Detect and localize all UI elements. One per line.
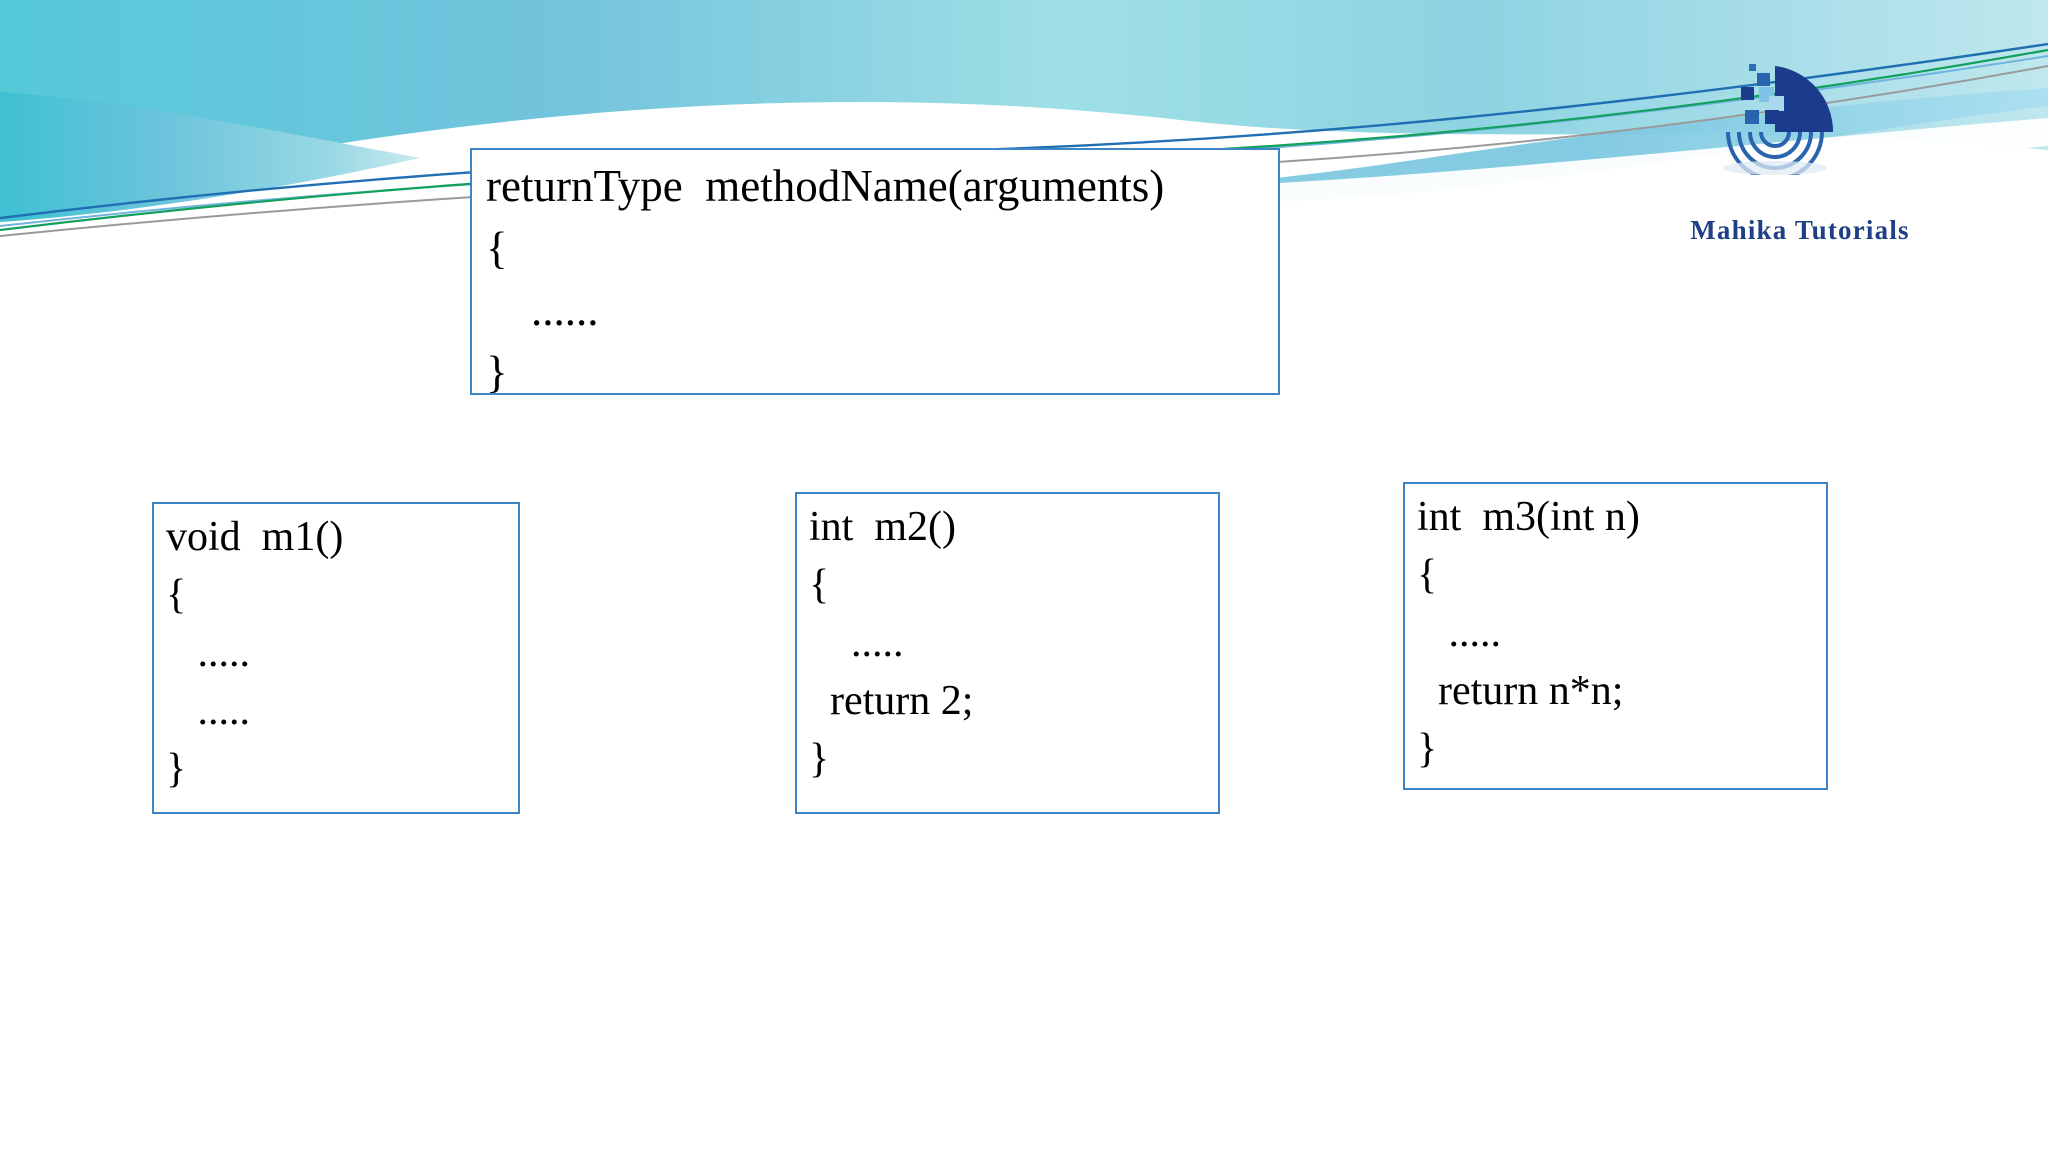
code-line: returnType methodName(arguments) — [486, 161, 1165, 211]
code-line: ...... — [486, 285, 599, 335]
wave-band-left-lobe — [0, 92, 420, 222]
code-line: } — [809, 736, 830, 782]
code-line: ..... — [809, 620, 904, 666]
code-line: return 2; — [809, 678, 974, 724]
code-line: } — [486, 347, 508, 397]
code-line: { — [166, 572, 187, 618]
code-line: { — [1417, 552, 1438, 598]
code-line: ..... — [1417, 610, 1502, 656]
code-line: int m3(int n) — [1417, 494, 1640, 540]
method-m1-example-box: void m1() { ..... ..... } — [152, 502, 520, 814]
method-signature-syntax-box: returnType methodName(arguments) { .....… — [470, 148, 1280, 395]
code-line: void m1() — [166, 514, 344, 560]
code-line: } — [1417, 726, 1438, 772]
radar-arcs-pixels-logo-icon — [1723, 64, 1834, 175]
code-line: ..... — [166, 630, 251, 676]
brand-logo: Mahika Tutorials — [1650, 40, 1950, 245]
code-line: int m2() — [809, 504, 956, 550]
code-line: return n*n; — [1417, 668, 1624, 714]
code-line: { — [486, 223, 508, 273]
code-line: ..... — [166, 688, 251, 734]
code-line: { — [809, 562, 830, 608]
method-m2-example-box: int m2() { ..... return 2; } — [795, 492, 1220, 814]
logo-wordmark: Mahika Tutorials — [1690, 215, 1910, 245]
method-m3-example-box: int m3(int n) { ..... return n*n; } — [1403, 482, 1828, 790]
code-line: } — [166, 746, 187, 792]
